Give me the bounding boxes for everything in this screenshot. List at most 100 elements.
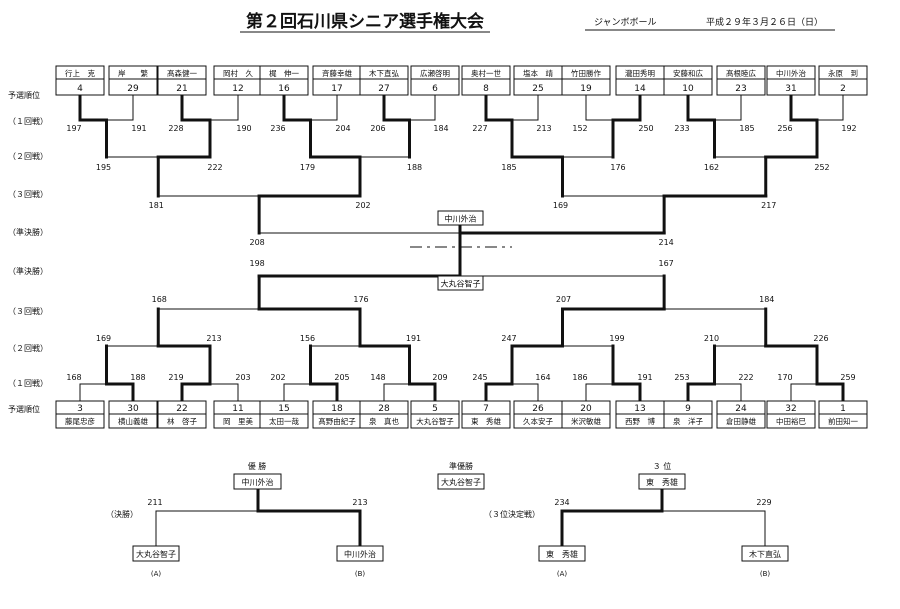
r1-score: 206 (370, 124, 385, 133)
semi-score: 208 (249, 238, 264, 247)
player-name: 髙森健一 (167, 68, 197, 78)
r1-score: 197 (66, 124, 81, 133)
bottom-semi-winner-box (437, 275, 484, 291)
player-name: 奥村一世 (471, 68, 501, 78)
r3-score: 202 (355, 201, 370, 210)
row-label-semi-top: （準決勝） (8, 227, 48, 237)
third-place-name: 東 秀雄 (646, 477, 678, 487)
player-box (766, 65, 816, 96)
r1-score: 148 (370, 373, 385, 382)
player-seed: 18 (331, 404, 343, 414)
r1-score: 253 (674, 373, 689, 382)
player-seed: 29 (127, 84, 139, 94)
final-left-player-name: 大丸谷智子 (136, 549, 176, 559)
third-left-score: 234 (554, 498, 569, 507)
r1-score: 170 (777, 373, 792, 382)
r3-score: 217 (761, 201, 776, 210)
player-name: 林 啓子 (167, 416, 197, 426)
player-seed: 22 (176, 404, 187, 414)
player-name: 広瀬啓明 (420, 68, 450, 78)
player-box (818, 65, 868, 96)
player-seed: 12 (232, 84, 243, 94)
bracket-lines (78, 93, 845, 548)
champion-box (233, 473, 282, 490)
player-seed: 8 (483, 84, 489, 94)
r2-score: 210 (704, 334, 719, 343)
final-right-player-box (336, 545, 384, 562)
r1-score: 227 (472, 124, 487, 133)
r2-score: 162 (704, 163, 719, 172)
r2-score: 213 (206, 334, 221, 343)
player-name: 岡村 久 (223, 68, 253, 78)
r1-score: 233 (674, 124, 689, 133)
player-seed: 27 (378, 84, 389, 94)
player-seed: 32 (785, 404, 796, 414)
player-name: 泉 真也 (369, 416, 399, 426)
r3-score: 184 (759, 295, 774, 304)
player-seed: 14 (634, 84, 646, 94)
r1-score: 205 (334, 373, 349, 382)
r1-score: 203 (235, 373, 250, 382)
player-seed: 20 (580, 404, 592, 414)
third-right-player-name: 木下直弘 (749, 549, 781, 559)
player-name: 髙野由紀子 (318, 416, 356, 426)
player-name: 横山義雄 (118, 416, 148, 426)
player-name: 泉 洋子 (673, 416, 703, 426)
player-box (157, 65, 207, 96)
r1-score: 168 (66, 373, 81, 382)
player-name: 岡 里美 (223, 416, 253, 426)
player-name: 安藤和広 (673, 68, 703, 78)
player-name: 瀧田秀明 (625, 68, 655, 78)
r2-score: 195 (96, 163, 111, 172)
r1-score: 209 (432, 373, 447, 382)
r1-score: 204 (335, 124, 350, 133)
top-semi-winner-name: 中川外治 (445, 214, 477, 224)
champion-name: 中川外治 (242, 477, 274, 487)
player-seed: 23 (735, 84, 746, 94)
row-label-r1-bottom: （１回戦） (8, 378, 48, 388)
row-label-r3-top: （３回戦） (8, 189, 48, 199)
player-seed: 30 (127, 404, 139, 414)
player-box (55, 65, 105, 96)
player-name: 行上 克 (65, 68, 95, 78)
semi-score: 198 (249, 259, 264, 268)
r1-score: 191 (131, 124, 146, 133)
player-name: 梶 伸一 (269, 68, 299, 78)
player-name: 太田一哉 (269, 416, 299, 426)
page-title: 第２回石川県シニア選手権大会 (246, 11, 484, 32)
player-seed: 2 (840, 84, 846, 94)
player-seed: 25 (532, 84, 543, 94)
r3-score: 176 (353, 295, 368, 304)
semi-score: 214 (658, 238, 673, 247)
player-name: 岸 繁 (118, 68, 148, 78)
third-left-lane: (A) (557, 570, 568, 578)
champion-label: 優 勝 (248, 461, 267, 471)
row-label-seed-bottom: 予選順位 (8, 404, 40, 414)
player-box (663, 65, 713, 96)
final-right-player-name: 中川外治 (344, 549, 376, 559)
r3-score: 169 (553, 201, 568, 210)
player-box (513, 65, 563, 96)
player-seed: 9 (685, 404, 691, 414)
r2-score: 188 (407, 163, 422, 172)
top-semi-winner-box (437, 210, 484, 226)
r1-score: 185 (739, 124, 754, 133)
player-name: 中田裕巳 (776, 416, 806, 426)
runner-up-label: 準優勝 (449, 461, 473, 471)
player-seed: 7 (483, 404, 489, 414)
player-box (359, 65, 409, 96)
row-label-r2-bottom: （２回戦） (8, 343, 48, 353)
player-seed: 16 (278, 84, 290, 94)
row-label-semi-bottom: （準決勝） (8, 266, 48, 276)
third-right-player-box (741, 545, 789, 562)
r1-score: 164 (535, 373, 550, 382)
third-right-lane: (B) (760, 570, 771, 578)
r3-score: 168 (152, 295, 167, 304)
r2-score: 252 (814, 163, 829, 172)
player-seed: 11 (232, 404, 243, 414)
player-box (108, 65, 158, 96)
player-name: 木下直弘 (369, 68, 399, 78)
player-name: 東 秀雄 (471, 416, 501, 426)
